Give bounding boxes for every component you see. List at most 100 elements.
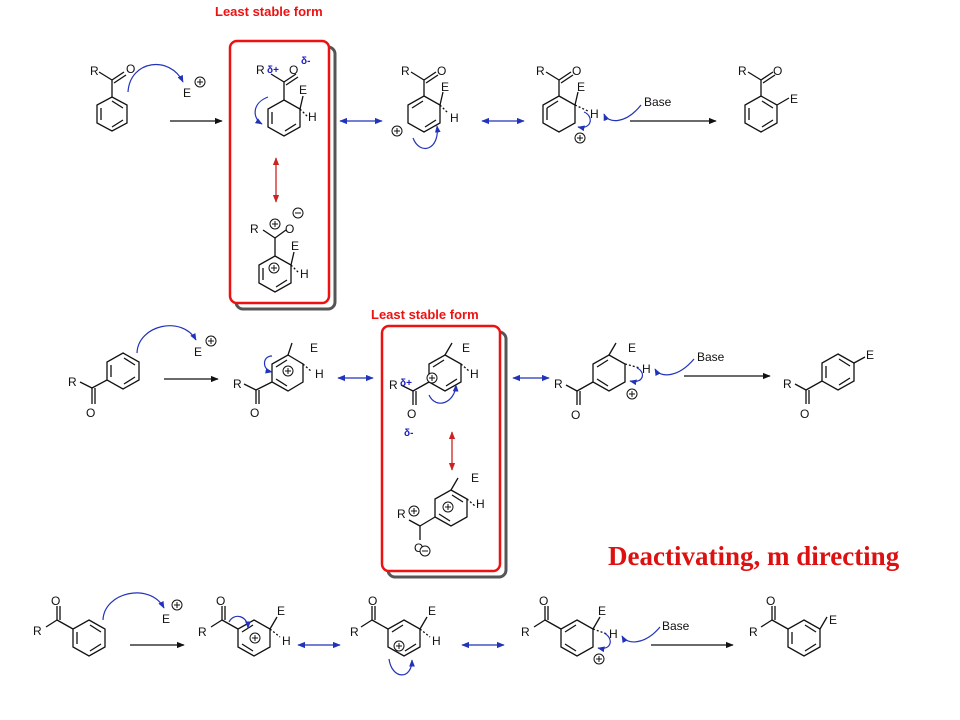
svg-text:O: O (571, 408, 580, 422)
svg-text:E: E (310, 341, 318, 355)
row3-sigma-complex-a: E H R O (198, 594, 291, 657)
svg-text:H: H (609, 627, 618, 641)
row2-sigma-complex-b-prime: E H R O (397, 471, 485, 555)
row3-curly-arrow-b (388, 658, 415, 676)
least-stable-label-middle: Least stable form (371, 307, 479, 322)
svg-text:R: R (250, 222, 259, 236)
row3-curly-arrow-attack (102, 592, 165, 621)
svg-text:R: R (256, 63, 265, 77)
row2-curly-arrow-b (428, 384, 459, 404)
svg-text:R: R (68, 375, 77, 389)
row2-reactant: R O (68, 352, 140, 420)
svg-text:E: E (577, 80, 585, 94)
svg-text:E: E (428, 604, 436, 618)
svg-text:R: R (350, 625, 359, 639)
row3-reactant: R O (33, 594, 106, 657)
row1-curly-arrow-a (254, 96, 269, 125)
conclusion-label: Deactivating, m directing (608, 541, 900, 571)
svg-text:R: R (397, 507, 406, 521)
svg-text:O: O (572, 64, 581, 78)
row1-product-ortho: R O E (738, 64, 798, 133)
svg-text:H: H (470, 367, 479, 381)
row3-sigma-complex-b: E H R O (350, 594, 441, 657)
row2-product-para: E R O (783, 348, 874, 421)
svg-text:O: O (773, 64, 782, 78)
svg-text:δ-: δ- (301, 56, 310, 67)
svg-text:R: R (389, 378, 398, 392)
svg-text:R: R (401, 64, 410, 78)
row2-curly-arrow-c (629, 367, 644, 386)
svg-text:H: H (450, 111, 459, 125)
svg-text:R: R (90, 64, 99, 78)
row1-sigma-complex-c: R O E H (536, 64, 599, 133)
row3-curly-arrow-a (228, 615, 251, 629)
svg-text:E: E (291, 239, 299, 253)
row1-reactant: R O (90, 62, 135, 132)
row1-curly-arrow-b (412, 125, 441, 149)
row2-base-curly-arrow (654, 358, 695, 377)
svg-text:R: R (738, 64, 747, 78)
row2-sigma-complex-c: E H R O (554, 341, 651, 422)
svg-text:H: H (300, 267, 309, 281)
row2-sigma-complex-b: E H R O δ+ δ- (389, 341, 479, 439)
svg-text:R: R (233, 377, 242, 391)
row1-sigma-complex-a-prime: R O E H (250, 222, 309, 293)
svg-text:E: E (829, 613, 837, 627)
row1-sigma-complex-b: R O E H (401, 64, 459, 133)
svg-text:H: H (642, 362, 651, 376)
svg-text:O: O (289, 63, 298, 77)
svg-text:O: O (368, 594, 377, 608)
row3-base-label: Base (662, 619, 690, 633)
row2-sigma-complex-a: E H R O (233, 341, 324, 420)
svg-text:O: O (800, 407, 809, 421)
svg-text:R: R (198, 625, 207, 639)
svg-text:R: R (33, 624, 42, 638)
svg-text:δ+: δ+ (267, 65, 279, 76)
svg-text:H: H (590, 107, 599, 121)
svg-text:E: E (598, 604, 606, 618)
svg-text:R: R (536, 64, 545, 78)
svg-text:R: R (749, 625, 758, 639)
svg-text:O: O (407, 407, 416, 421)
svg-text:R: R (554, 377, 563, 391)
svg-text:E: E (462, 341, 470, 355)
row1-base-label: Base (644, 95, 672, 109)
svg-text:δ-: δ- (404, 428, 413, 439)
svg-text:H: H (432, 634, 441, 648)
svg-text:R: R (521, 625, 530, 639)
svg-text:R: R (783, 377, 792, 391)
highlight-box-middle (380, 324, 508, 579)
svg-text:H: H (476, 497, 485, 511)
svg-text:O: O (51, 594, 60, 608)
row1-base-curly-arrow (603, 104, 642, 122)
svg-text:O: O (437, 64, 446, 78)
svg-text:E: E (277, 604, 285, 618)
svg-text:O: O (126, 62, 135, 76)
highlight-box-top (228, 39, 337, 311)
svg-text:O: O (86, 406, 95, 420)
row3-sigma-complex-c: E H R O (521, 594, 618, 657)
svg-text:O: O (285, 222, 294, 236)
row3-product-meta: E R O (749, 594, 837, 657)
svg-text:H: H (308, 110, 317, 124)
row1-sigma-complex-a: R O E H δ+ δ- (256, 56, 317, 137)
svg-text:O: O (766, 594, 775, 608)
row2-curly-arrow-a (263, 355, 273, 374)
svg-text:O: O (539, 594, 548, 608)
svg-text:H: H (282, 634, 291, 648)
svg-text:O: O (250, 406, 259, 420)
least-stable-label-top: Least stable form (215, 4, 323, 19)
svg-text:E: E (194, 345, 202, 359)
row2-curly-arrow-attack (136, 325, 197, 354)
svg-text:E: E (441, 80, 449, 94)
row1-curly-arrow-c (577, 111, 591, 132)
svg-text:E: E (183, 86, 191, 100)
svg-text:E: E (162, 612, 170, 626)
row3-curly-arrow-c (597, 632, 611, 653)
svg-text:E: E (628, 341, 636, 355)
svg-text:H: H (315, 367, 324, 381)
row1-curly-arrow-attack (127, 63, 184, 93)
svg-text:E: E (471, 471, 479, 485)
row2-base-label: Base (697, 350, 725, 364)
